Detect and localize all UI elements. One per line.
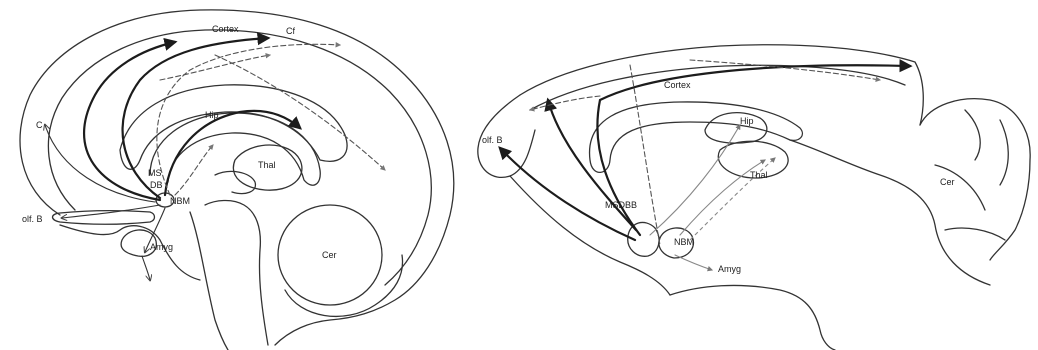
right-path-cortex-dark <box>597 65 910 235</box>
left-label-amyg: Amyg <box>150 242 173 252</box>
left-brainstem-outline-2 <box>190 212 228 350</box>
right-label-nbm: NBM <box>674 237 694 247</box>
right-label-amyg: Amyg <box>718 264 741 274</box>
left-label-cortex: Cortex <box>212 24 239 34</box>
left-temporal-outline <box>60 225 200 280</box>
right-label-olf-b: olf. B <box>482 135 503 145</box>
left-brainstem-outline <box>205 200 268 345</box>
right-path-dash-top <box>690 60 880 80</box>
left-label-cer: Cer <box>322 250 337 260</box>
right-label-thal: Thal <box>750 170 768 180</box>
right-label-hip: Hip <box>740 116 754 126</box>
right-cerebellum-folia-1 <box>965 110 980 160</box>
right-base-outline <box>670 285 835 350</box>
left-label-ms: MS <box>148 168 162 178</box>
right-cerebellum-folia-3 <box>935 165 985 210</box>
right-panel-rodent-brain: Cortex Hip Thal MSDBB NBM Amyg Cer olf. … <box>478 45 1030 350</box>
right-hippocampus <box>590 102 803 172</box>
right-path-dash-vertical <box>630 65 660 245</box>
left-label-thal: Thal <box>258 160 276 170</box>
right-cortex-outline <box>520 45 923 125</box>
left-inner-cortex-line <box>48 30 431 285</box>
left-path-amyg-down <box>142 256 150 280</box>
left-label-c: C <box>36 120 43 130</box>
right-path-dash-cortex <box>530 96 600 110</box>
left-panel-human-brain: Cortex Cf Hip Thal MS DB NBM olf. B Amyg… <box>20 10 454 350</box>
right-path-amyg <box>675 255 712 270</box>
left-cerebellum-lower <box>285 255 403 316</box>
left-label-olf-b: olf. B <box>22 214 43 224</box>
left-corpus-callosum <box>120 85 347 169</box>
right-label-msdbb: MSDBB <box>605 200 637 210</box>
left-label-hip: Hip <box>205 110 219 120</box>
left-label-nbm: NBM <box>170 196 190 206</box>
right-label-cer: Cer <box>940 177 955 187</box>
right-cerebellum-folia-2 <box>1000 120 1008 185</box>
right-brainstem-outline <box>790 140 990 285</box>
right-rostral-lower <box>510 176 670 295</box>
right-hip-inner <box>705 113 767 143</box>
right-cerebellum-folia-4 <box>945 228 1005 240</box>
left-label-db: DB <box>150 180 163 190</box>
right-label-cortex: Cortex <box>664 80 691 90</box>
left-label-cf: Cf <box>286 26 295 36</box>
